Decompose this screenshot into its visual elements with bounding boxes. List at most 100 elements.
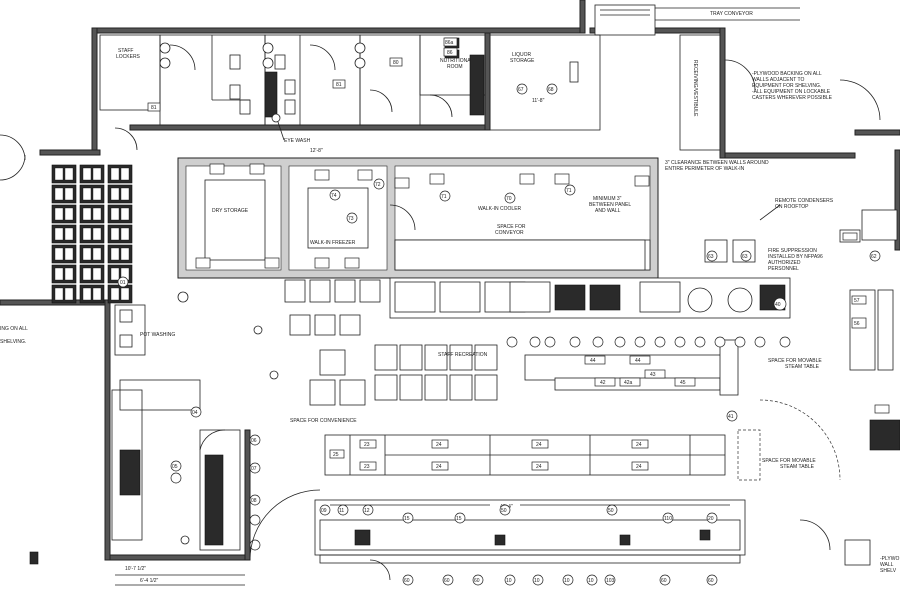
staff-lockers-label: STAFF LOCKERS: [116, 48, 141, 60]
tag-43: 43: [650, 372, 656, 378]
minpanel-l3: AND WALL: [595, 208, 621, 214]
liquor-line1: LIQUOR: [512, 52, 532, 58]
space-for-conveyor: SPACE FOR CONVEYOR: [495, 224, 527, 236]
nutritional-line1: NUTRITIONAL: [440, 58, 474, 64]
callout-label: 60: [661, 578, 667, 584]
callout-tag: 60: [706, 574, 718, 586]
rack-unit: [107, 204, 133, 224]
tag-25: 25: [333, 452, 339, 458]
cook-line: 40 41 42 42a 43 44 44 45 SPACE FOR MOVAB…: [389, 198, 834, 422]
eye-wash-label: EYE WASH: [284, 138, 311, 144]
dim-d4: 6'-4 1/2": [140, 578, 159, 584]
callout-label: 20: [708, 516, 714, 522]
staff-recreation-label: STAFF RECREATION: [438, 352, 488, 358]
tag-70: 70: [506, 196, 512, 202]
remote-l1: REMOTE CONDENSERS: [775, 198, 834, 204]
callout-tag: 60: [472, 574, 484, 586]
rack-unit: [51, 264, 77, 284]
plywood-note-l1: -PLYWOOD BACKING ON ALL: [752, 71, 822, 77]
nutritional-room-label: NUTRITIONAL ROOM: [440, 58, 475, 70]
callout-circle: [779, 336, 791, 348]
plywood-note-l5: CASTERS WHEREVER POSSIBLE: [752, 95, 833, 101]
callout-tag: 09: [319, 504, 331, 516]
callout-label: 12: [364, 508, 370, 514]
callout-label: 10: [588, 578, 594, 584]
tag-68: 68: [548, 87, 554, 93]
callout-label: 103: [606, 578, 615, 584]
fire-l1: FIRE SUPPRESSION: [768, 248, 817, 254]
tag-24d: 24: [536, 464, 542, 470]
callout-circle: [569, 336, 581, 348]
callout-tag: 12: [362, 504, 374, 516]
pot-washing-label: POT WASHING: [140, 332, 175, 338]
callout-label: 10: [564, 578, 570, 584]
conveyor-l1: SPACE FOR: [497, 224, 526, 230]
tag-44b: 44: [635, 358, 641, 364]
serving-line: 43'-4": [314, 499, 746, 564]
rack-unit: [107, 164, 133, 184]
callout-tag: 10: [532, 574, 544, 586]
callout-circle: [614, 336, 626, 348]
tag-06: 06: [251, 438, 257, 444]
fire-suppression-note: FIRE SUPPRESSION INSTALLED BY NFPA96 AUT…: [768, 248, 824, 272]
nutritional-line2: ROOM: [447, 64, 463, 70]
tag-24: 24: [436, 442, 442, 448]
clearance-l2: ENTIRE PERIMETER OF WALK-IN: [665, 166, 745, 172]
callout-label: 60: [404, 578, 410, 584]
walkin-shelf-tags: [195, 163, 650, 269]
tag-05: 05: [172, 464, 178, 470]
fire-l3: AUTHORIZED: [768, 260, 801, 266]
long-table: 23 23 25 24 24 24 24 24 24 SPACE FOR MOV…: [324, 429, 817, 481]
space-movable-steam-1: SPACE FOR MOVABLE STEAM TABLE: [768, 358, 823, 370]
tag-24c: 24: [536, 442, 542, 448]
rack-unit: [51, 204, 77, 224]
callout-tag: 11: [337, 504, 349, 516]
callout-tag: 20: [706, 512, 718, 524]
callout-label: 10: [506, 578, 512, 584]
plywood-note-l2: WALLS ADJACENT TO: [752, 77, 804, 83]
cook-line-callouts: [506, 336, 791, 348]
right-note-l1: -PLYWO: [880, 556, 899, 562]
callout-circle: [544, 336, 556, 348]
tag-71a: 71: [441, 194, 447, 200]
tag-07: 07: [251, 466, 257, 472]
tag-44: 44: [590, 358, 596, 364]
callout-circle: [634, 336, 646, 348]
callout-label: 110: [664, 516, 672, 522]
tag-81: 81: [151, 105, 157, 111]
receiving-vestibule-label: RECEIVING/VESTIBULE: [692, 60, 698, 117]
tag-86: 86: [447, 50, 453, 56]
rack-unit: [51, 284, 77, 304]
liquor-storage-label: LIQUOR STORAGE: [510, 52, 535, 64]
dim-d1: 12'-8": [310, 148, 323, 154]
tag-23: 23: [364, 442, 370, 448]
dry-storage-label: DRY STORAGE: [212, 208, 249, 214]
tag-42: 42: [600, 380, 606, 386]
tag-08: 08: [251, 498, 257, 504]
steam1-l2: STEAM TABLE: [785, 364, 820, 370]
callout-label: 50: [608, 508, 614, 514]
callout-circle: [734, 336, 746, 348]
callout-label: 60: [444, 578, 450, 584]
tag-67: 67: [518, 87, 524, 93]
callout-label: 60: [474, 578, 480, 584]
tag-71b: 71: [566, 188, 572, 194]
dim-d3: 10'-7 1/2": [125, 566, 146, 572]
dim-d2: 11'-8": [532, 98, 545, 104]
callout-tag: 110: [662, 512, 674, 524]
staff-lockers-line1: STAFF: [118, 48, 133, 54]
callout-label: 10: [534, 578, 540, 584]
minpanel-l1: MINIMUM 3": [593, 196, 622, 202]
rack-unit: [79, 164, 105, 184]
steam2-l1: SPACE FOR MOVABLE: [762, 458, 816, 464]
space-movable-steam-2: SPACE FOR MOVABLE STEAM TABLE: [762, 458, 817, 470]
plywood-note-l3: EQUIPMENT FOR SHELVING.: [752, 83, 821, 89]
callout-tag: 50: [606, 504, 618, 516]
right-note-l3: SHELV: [880, 568, 897, 574]
steam2-l2: STEAM TABLE: [780, 464, 815, 470]
tag-24e: 24: [636, 442, 642, 448]
callout-label: 09: [321, 508, 327, 514]
callout-circle: [754, 336, 766, 348]
